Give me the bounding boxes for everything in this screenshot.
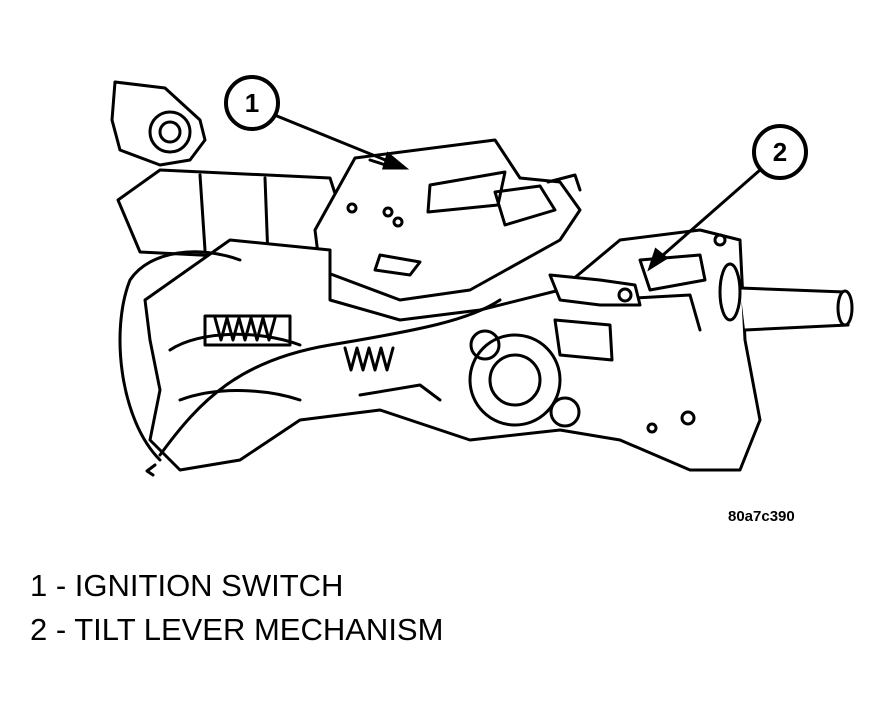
callout-1-leader: [271, 112, 401, 168]
legend-item-tilt-lever-mechanism: 2 - TILT LEVER MECHANISM: [30, 612, 444, 647]
spring-assembly: [203, 314, 395, 372]
figure-id: 80a7c390: [728, 508, 795, 525]
callout-2-leader: [654, 168, 761, 264]
steering-shaft: [718, 262, 854, 332]
callout-2-label: 2: [773, 137, 787, 167]
ignition-switch-housing: [313, 138, 582, 302]
callout-1: 1: [224, 75, 280, 131]
legend: 1 - IGNITION SWITCH 2 - TILT LEVER MECHA…: [30, 564, 443, 652]
callout-2: 2: [752, 124, 808, 180]
legend-item-ignition-switch: 1 - IGNITION SWITCH: [30, 568, 344, 603]
callout-1-label: 1: [245, 88, 259, 118]
mounting-bracket: [110, 80, 352, 262]
gear-ring: [468, 329, 581, 428]
steering-column-illustration: 1 2: [110, 75, 854, 477]
wiring-harness: [118, 250, 502, 477]
